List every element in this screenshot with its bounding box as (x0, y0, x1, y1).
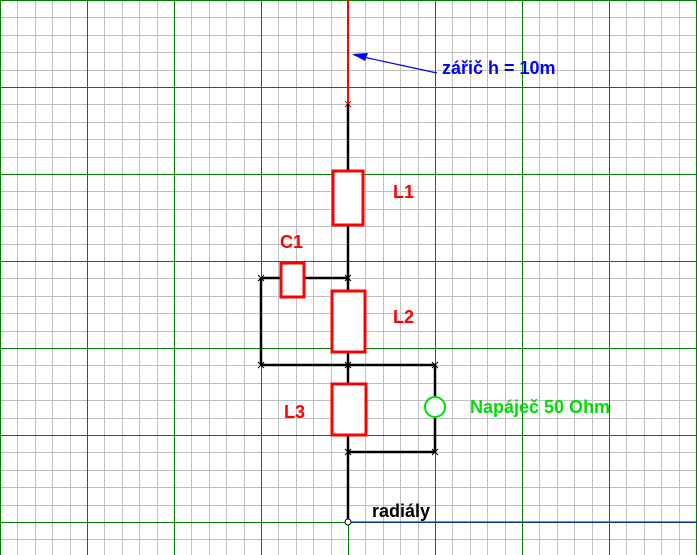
feeder-label: Napáječ 50 Ohm (470, 397, 610, 417)
inductor-L2 (330, 289, 367, 354)
inductor-L1 (331, 169, 365, 227)
L2-label: L2 (393, 307, 414, 327)
radials-label: radiály (372, 501, 430, 521)
capacitor-C1 (279, 261, 306, 299)
L1-label: L1 (393, 182, 414, 202)
radiator-label: zářič h = 10m (442, 58, 556, 78)
feeder-source-icon (424, 396, 446, 418)
annotation-arrow (353, 54, 438, 74)
junction-marks (257, 274, 439, 456)
ground-node (344, 518, 352, 526)
arrow-head (352, 53, 368, 61)
inductor-L3 (330, 382, 368, 437)
L3-label: L3 (284, 402, 305, 422)
C1-label: C1 (280, 232, 303, 252)
